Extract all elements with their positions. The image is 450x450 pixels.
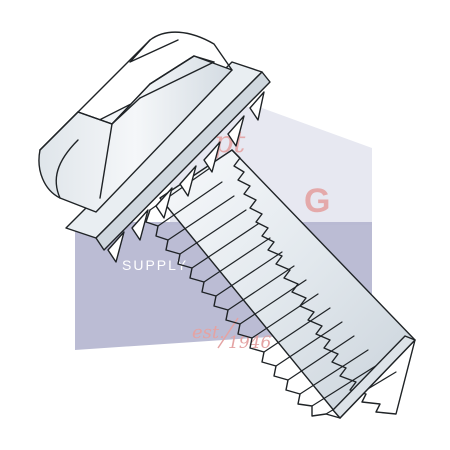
watermark-est-label: est.	[192, 322, 225, 343]
hex-flange-sems-screw-icon	[38, 31, 416, 419]
watermark-brand-letters: G	[304, 182, 330, 220]
hex-head	[38, 31, 233, 213]
watermark-supply-label: SUPPLY	[122, 257, 188, 273]
watermark-year-label: 1946	[228, 333, 271, 353]
sems-washer	[65, 61, 271, 263]
